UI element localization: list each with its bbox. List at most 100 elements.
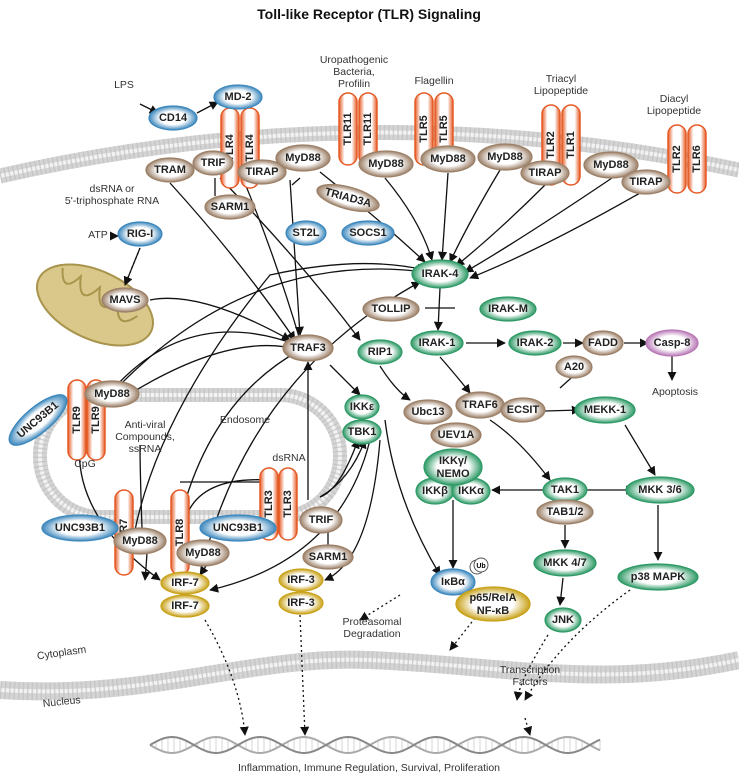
- arrow: [469, 192, 641, 280]
- label-apop: Apoptosis: [652, 386, 698, 398]
- node-cd14: CD14: [148, 105, 198, 131]
- node-myd8: MyD88: [176, 539, 230, 567]
- node-tollip: TOLLIP: [362, 296, 420, 322]
- label-di2: Lipopeptide: [647, 105, 701, 117]
- node-label: TIRAP: [246, 166, 279, 178]
- node-irakm: IRAK-M: [479, 296, 537, 322]
- node-label: A20: [564, 361, 584, 373]
- node-label: MD-2: [225, 91, 252, 103]
- node-label: IRF-3: [287, 574, 315, 586]
- node-label: IKKγ/: [439, 455, 467, 467]
- node-traf3: TRAF3: [282, 334, 334, 362]
- label-cpg: CpG: [74, 458, 96, 470]
- node-label: TRAM: [154, 164, 186, 176]
- receptor-label: TLR1: [565, 131, 577, 159]
- node-label: p38 MAPK: [631, 571, 685, 583]
- node-label: MAVS: [110, 294, 141, 306]
- arrow: [149, 297, 291, 341]
- node-tbk1: TBK1: [342, 419, 382, 445]
- label-tri1: Triacyl: [546, 73, 577, 85]
- endosome-membrane: [33, 388, 347, 524]
- node-label: TOLLIP: [372, 303, 411, 315]
- receptor-label: TLR3: [282, 490, 294, 518]
- node-traf6: TRAF6: [455, 391, 505, 419]
- node-label: MyD88: [94, 388, 129, 400]
- node-ecsit: ECSIT: [500, 397, 546, 423]
- arrow: [319, 171, 426, 263]
- node-p38: p38 MAPK: [617, 563, 699, 591]
- node-a20: A20: [555, 355, 593, 379]
- node-label: TIRAP: [630, 176, 663, 188]
- node-label: MKK 4/7: [543, 557, 586, 569]
- arrow: [556, 577, 566, 606]
- node-label: IκBα: [441, 576, 465, 588]
- node-myd9: MyD88: [84, 380, 140, 408]
- arrow: [119, 343, 301, 401]
- arrow: [169, 182, 296, 341]
- svg-text:Ub: Ub: [476, 563, 485, 570]
- arrow: [384, 177, 435, 261]
- dna-helix: [149, 735, 601, 755]
- label-endo: Endosome: [220, 414, 270, 426]
- node-tirap2: TIRAP: [520, 160, 570, 186]
- node-label: IRAK-1: [419, 337, 456, 349]
- label-av1: Anti-viral: [125, 419, 166, 431]
- receptor-tlr6: TLR6: [687, 124, 707, 194]
- node-jnk: JNK: [544, 607, 582, 633]
- node-label: MyD88: [285, 152, 320, 164]
- node-myd7: MyD88: [113, 527, 167, 555]
- receptor-label: TLR5: [418, 115, 430, 143]
- arrow: [464, 177, 613, 273]
- receptor-tlr11a: TLR11: [338, 92, 358, 166]
- node-label: IRF-3: [287, 597, 315, 609]
- node-label: Casp-8: [654, 337, 691, 349]
- node-irf7b: IRF-7: [160, 594, 210, 618]
- node-label: MKK 3/6: [638, 484, 681, 496]
- node-label: MyD88: [430, 153, 465, 165]
- node-label: IRAK-4: [422, 268, 460, 280]
- node-ubc13: Ubc13: [403, 399, 453, 425]
- node-label: UNC93B1: [55, 522, 105, 534]
- receptor-label: TLR11: [342, 112, 354, 145]
- node-label: CD14: [159, 112, 188, 124]
- node-ikk-gamma-nemo: IKKγ/NEMO: [423, 448, 483, 486]
- receptor-tlr2b: TLR2: [667, 124, 687, 194]
- node-label: TBK1: [348, 426, 377, 438]
- label-lps: LPS: [114, 79, 134, 91]
- label-ds1: dsRNA or: [90, 183, 135, 195]
- node-unc7: UNC93B1: [41, 514, 119, 542]
- node-label: SOCS1: [349, 227, 386, 239]
- node-label: ECSIT: [507, 404, 540, 416]
- node-label: IKKα: [458, 485, 484, 497]
- label-cytoplasm: Cytoplasm: [36, 644, 87, 663]
- dotted-arrow: [299, 614, 310, 736]
- arrow: [329, 364, 361, 396]
- receptor-label: TLR3: [263, 490, 275, 518]
- arrow: [384, 419, 441, 576]
- node-label: UEV1A: [438, 429, 475, 441]
- arrow: [438, 172, 449, 261]
- receptor-label: TLR4: [244, 133, 256, 161]
- receptor-tlr3a: TLR3: [259, 467, 279, 541]
- node-label: RIG-I: [127, 228, 153, 240]
- node-label: p65/RelA: [469, 592, 516, 604]
- node-irak4: IRAK-4: [411, 259, 469, 289]
- arrow: [319, 439, 367, 498]
- node-label: IKKε: [350, 401, 375, 413]
- node-label: IRF-7: [171, 600, 199, 612]
- node-myd4: MyD88: [477, 143, 533, 171]
- node-myd2: MyD88: [358, 150, 414, 178]
- label-flag: Flagellin: [414, 75, 453, 87]
- nuclear-membrane: [0, 650, 739, 701]
- arrow: [624, 424, 656, 476]
- node-triad3a: TRIAD3A: [316, 183, 380, 213]
- ubiquitin-icon: Ub: [469, 557, 489, 575]
- node-label: NEMO: [437, 468, 470, 480]
- node-ikba: IκBα: [430, 568, 476, 596]
- node-irak2: IRAK-2: [508, 330, 562, 356]
- label-av3: ssRNA: [129, 443, 162, 455]
- node-label: IRAK-2: [517, 337, 554, 349]
- node-tab: TAB1/2: [536, 499, 594, 525]
- dotted-arrow: [123, 247, 141, 286]
